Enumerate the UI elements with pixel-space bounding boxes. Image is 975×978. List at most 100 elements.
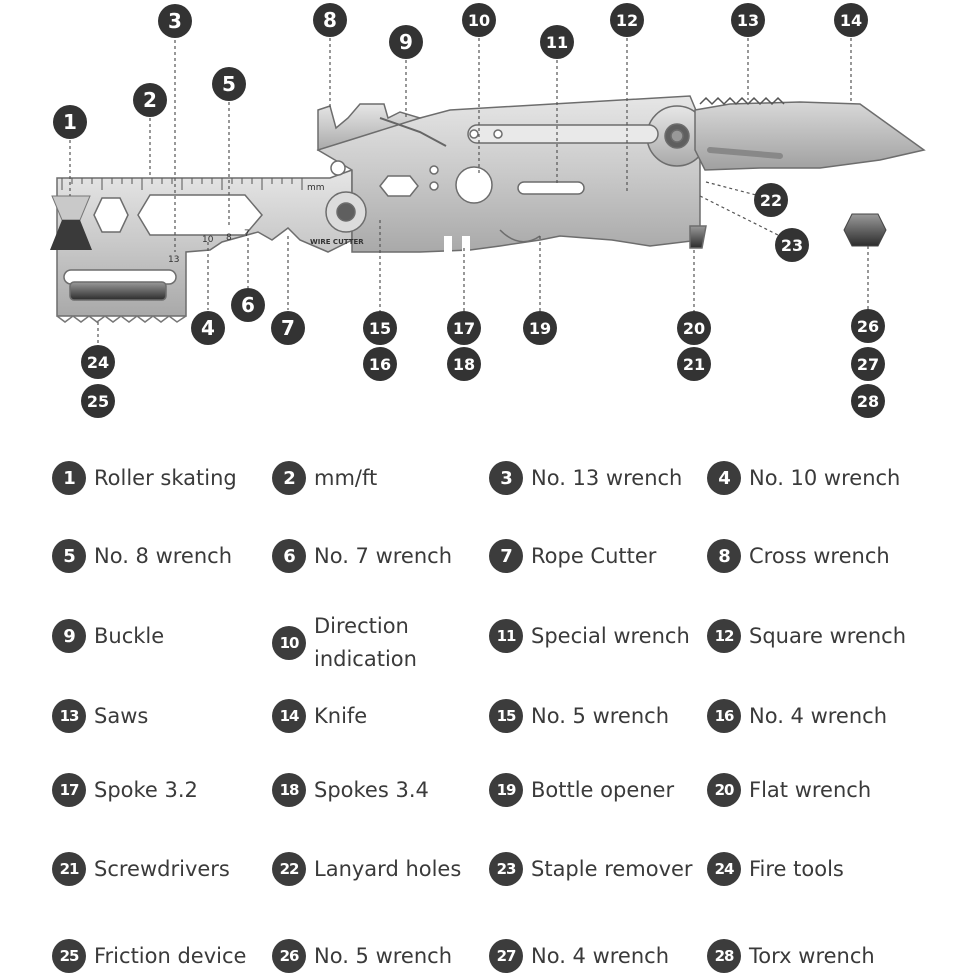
legend-badge: 9 xyxy=(52,619,86,653)
legend-item-7: 7 Rope Cutter xyxy=(489,534,656,578)
legend-badge: 11 xyxy=(489,619,523,653)
svg-text:27: 27 xyxy=(857,355,879,374)
legend-label: No. 5 wrench xyxy=(314,943,453,968)
svg-text:4: 4 xyxy=(201,316,215,340)
badge-12: 12 xyxy=(610,3,644,37)
legend-badge: 19 xyxy=(489,773,523,807)
legend-item-16: 16 No. 4 wrench xyxy=(707,694,887,738)
legend-label: Spoke 3.2 xyxy=(94,777,198,802)
legend-badge: 10 xyxy=(272,626,306,660)
buckle-wire xyxy=(379,117,447,147)
legend-label: Staple remover xyxy=(531,856,693,881)
svg-text:28: 28 xyxy=(857,392,879,411)
badge-25: 25 xyxy=(81,384,115,418)
badge-20: 20 xyxy=(677,311,711,345)
legend-label: No. 7 wrench xyxy=(314,543,453,568)
badge-10: 10 xyxy=(462,3,496,37)
svg-text:3: 3 xyxy=(168,9,182,33)
legend-badge: 3 xyxy=(489,461,523,495)
legend-label: Rope Cutter xyxy=(531,543,657,568)
legend-label: Special wrench xyxy=(531,623,690,648)
svg-text:23: 23 xyxy=(781,236,803,255)
legend-badge: 8 xyxy=(707,539,741,573)
svg-text:20: 20 xyxy=(683,319,705,338)
legend-label: Square wrench xyxy=(749,623,907,648)
badge-6: 6 xyxy=(231,288,265,322)
svg-text:5: 5 xyxy=(222,72,236,96)
legend-item-23: 23 Staple remover xyxy=(489,847,693,891)
legend-item-11: 11 Special wrench xyxy=(489,614,690,658)
legend-item-12: 12 Square wrench xyxy=(707,614,906,658)
badge-18: 18 xyxy=(447,347,481,381)
diagram-badges: 1 2 3 5 4 6 7 8 9 10 11 12 13 14 15 16 1… xyxy=(53,3,885,418)
tick-label-10: 10 xyxy=(202,235,214,245)
legend-badge: 15 xyxy=(489,699,523,733)
legend-label: Spokes 3.4 xyxy=(314,777,429,802)
badge-17: 17 xyxy=(447,311,481,345)
badge-22: 22 xyxy=(754,183,788,217)
legend-label: Bottle opener xyxy=(531,777,675,802)
svg-text:22: 22 xyxy=(760,191,782,210)
legend-label: Screwdrivers xyxy=(94,856,230,881)
svg-text:18: 18 xyxy=(453,355,475,374)
badge-7: 7 xyxy=(271,311,305,345)
legend-badge: 12 xyxy=(707,619,741,653)
legend-item-8: 8 Cross wrench xyxy=(707,534,890,578)
legend-badge: 6 xyxy=(272,539,306,573)
svg-text:9: 9 xyxy=(399,30,413,54)
svg-text:15: 15 xyxy=(369,319,391,338)
legend-badge: 14 xyxy=(272,699,306,733)
legend-label: Cross wrench xyxy=(749,543,890,568)
legend-label: No. 4 wrench xyxy=(749,703,888,728)
legend-badge: 2 xyxy=(272,461,306,495)
badge-15: 15 xyxy=(363,311,397,345)
legend-label: mm/ft xyxy=(314,465,378,490)
svg-text:17: 17 xyxy=(453,319,475,338)
tick-label-8: 8 xyxy=(226,233,232,243)
svg-text:24: 24 xyxy=(87,353,109,372)
legend-item-26: 26 No. 5 wrench xyxy=(272,934,452,978)
legend-label: No. 13 wrench xyxy=(531,465,683,490)
legend-badge: 25 xyxy=(52,939,86,973)
badge-26: 26 xyxy=(851,309,885,343)
legend-badge: 7 xyxy=(489,539,523,573)
legend-badge: 26 xyxy=(272,939,306,973)
legend-label: Flat wrench xyxy=(749,777,872,802)
legend-label: No. 5 wrench xyxy=(531,703,670,728)
svg-text:26: 26 xyxy=(857,317,879,336)
legend-item-9: 9 Buckle xyxy=(52,614,164,658)
badge-21: 21 xyxy=(677,347,711,381)
ruler-unit-label: mm xyxy=(307,183,325,193)
legend-label: Lanyard holes xyxy=(314,856,462,881)
badge-27: 27 xyxy=(851,347,885,381)
badge-5: 5 xyxy=(212,67,246,101)
legend-badge: 23 xyxy=(489,852,523,886)
legend-label: Saws xyxy=(94,703,149,728)
legend-badge: 24 xyxy=(707,852,741,886)
legend-label: Friction device xyxy=(94,943,247,968)
legend-badge: 16 xyxy=(707,699,741,733)
legend-label: Buckle xyxy=(94,623,165,648)
legend-item-6: 6 No. 7 wrench xyxy=(272,534,452,578)
legend-label: Fire tools xyxy=(749,856,844,881)
legend-label: No. 8 wrench xyxy=(94,543,233,568)
fire-striker-teeth xyxy=(56,315,187,323)
legend-label: No. 10 wrench xyxy=(749,465,901,490)
tick-label-7: 7 xyxy=(244,229,250,239)
svg-text:14: 14 xyxy=(840,11,862,30)
legend-item-25: 25 Friction device xyxy=(52,934,246,978)
svg-text:6: 6 xyxy=(241,293,255,317)
badge-28: 28 xyxy=(851,384,885,418)
legend-item-15: 15 No. 5 wrench xyxy=(489,694,669,738)
legend-label: Torx wrench xyxy=(749,943,875,968)
svg-text:10: 10 xyxy=(468,11,490,30)
